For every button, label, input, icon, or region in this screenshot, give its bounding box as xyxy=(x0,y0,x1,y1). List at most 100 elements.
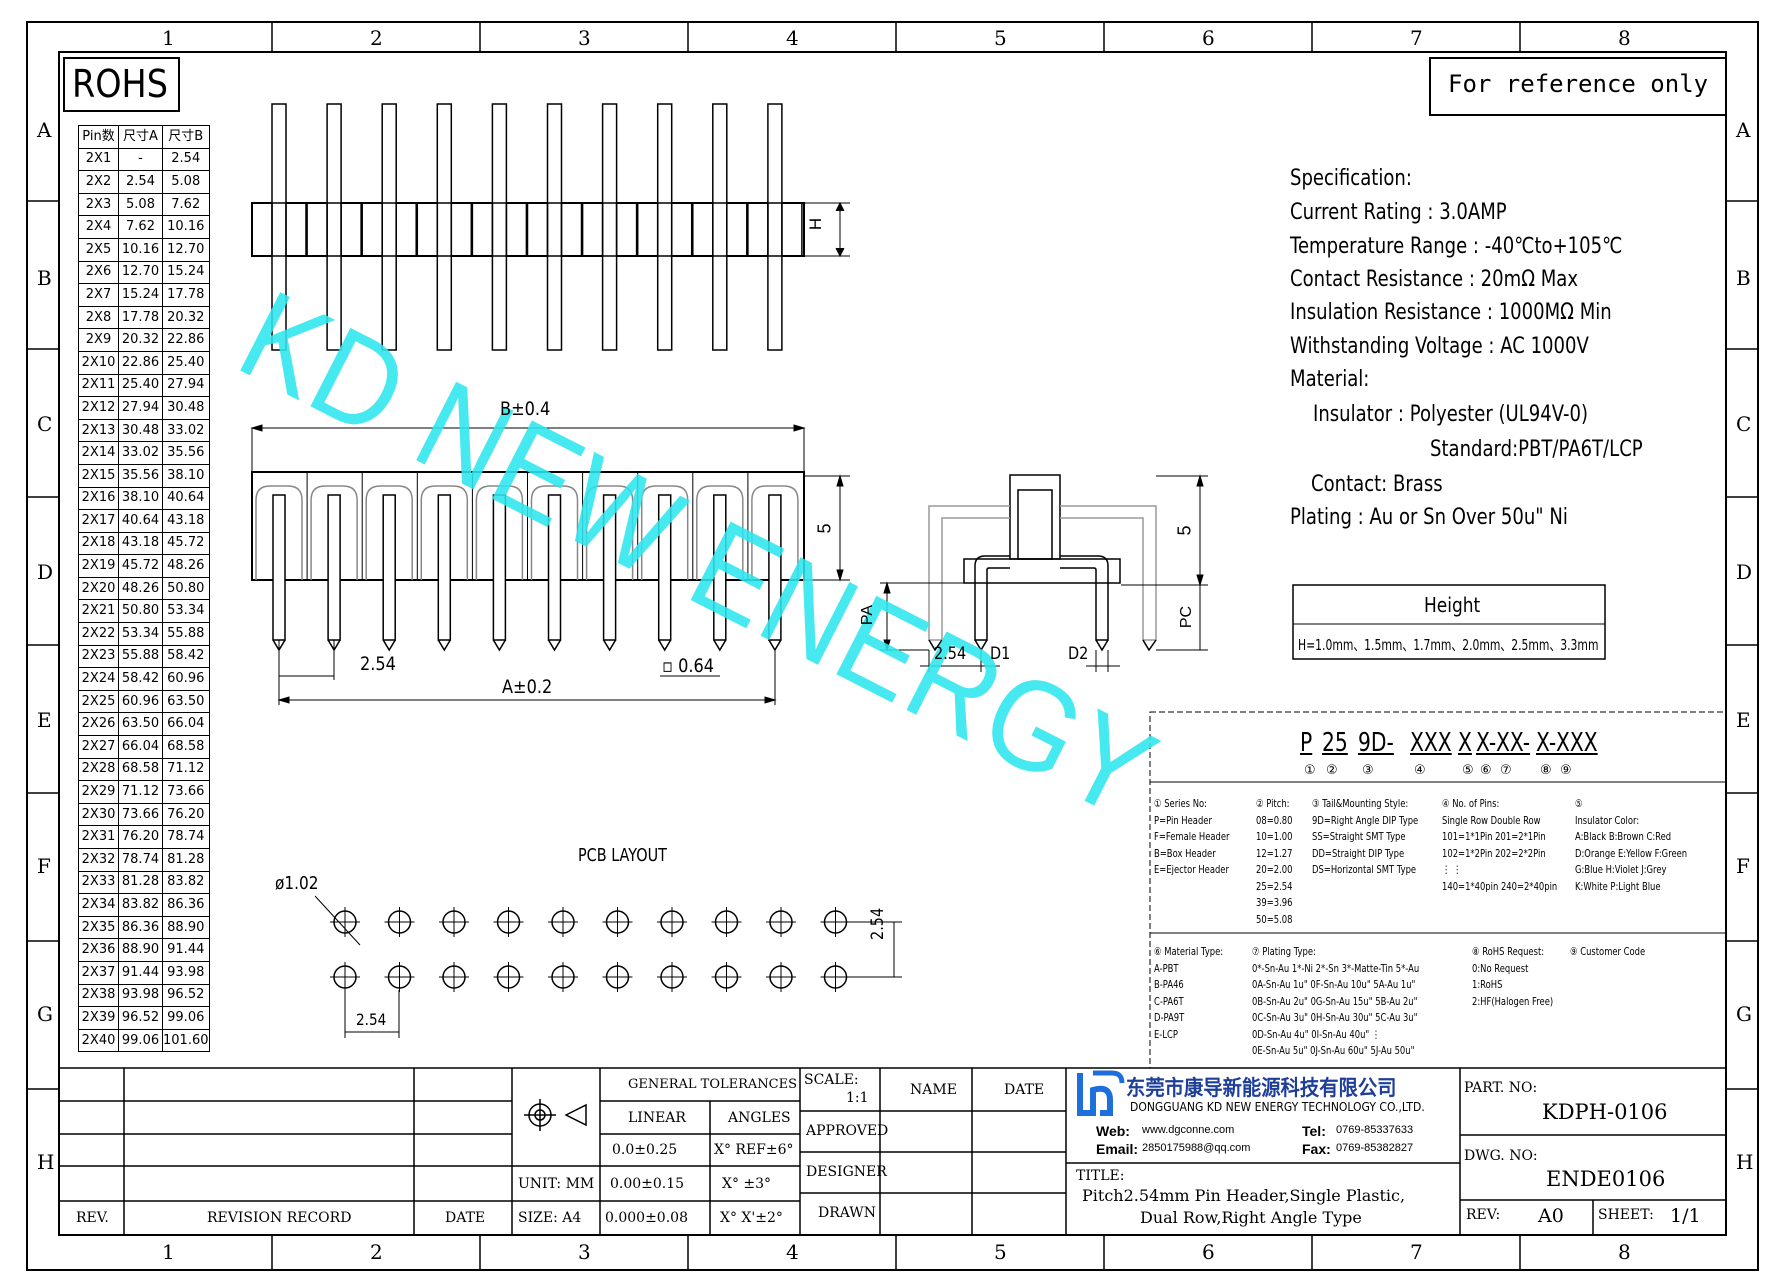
housing-cell xyxy=(526,202,583,257)
row-label-right: B xyxy=(1736,266,1751,290)
legend-line: 39=3.96 xyxy=(1256,897,1293,909)
legend-line: SS=Straight SMT Type xyxy=(1312,831,1406,843)
tb-tol2: 0.00±0.15 xyxy=(610,1176,685,1192)
fax-label: Fax: xyxy=(1302,1141,1331,1157)
b-dimension xyxy=(250,424,850,705)
table-cell: 71.12 xyxy=(162,757,210,782)
table-cell: 5.08 xyxy=(162,170,210,194)
table-cell: 2X20 xyxy=(78,576,119,601)
part-code-segment: X xyxy=(1458,728,1472,758)
table-cell: 50.80 xyxy=(118,599,163,624)
legend-line: 25=2.54 xyxy=(1256,880,1293,893)
pin xyxy=(601,103,618,351)
pin-loop xyxy=(585,485,634,580)
table-cell: 2X14 xyxy=(78,441,119,465)
pin xyxy=(382,494,396,641)
table-cell: 20.32 xyxy=(118,328,163,352)
column-label-bottom: 3 xyxy=(578,1240,591,1264)
table-cell: 25.40 xyxy=(162,350,210,375)
legend-line: 102=1*2Pin 202=2*2Pin xyxy=(1442,847,1546,860)
reference-note: For reference only xyxy=(1448,70,1709,98)
table-cell: - xyxy=(118,147,163,172)
top-view xyxy=(251,103,805,351)
table-cell: 63.50 xyxy=(118,712,163,737)
pin xyxy=(713,494,727,641)
dim-pc: PC xyxy=(1178,605,1196,629)
table-cell: 81.28 xyxy=(162,848,210,872)
table-cell: 2X23 xyxy=(78,644,119,669)
spec-title: Specification: xyxy=(1290,166,1412,191)
row-label-right: D xyxy=(1736,560,1753,584)
part-code-segment: P xyxy=(1300,728,1313,758)
table-cell: 2X8 xyxy=(78,305,119,330)
outer-border xyxy=(26,21,1759,1271)
part-code-marker: ④ xyxy=(1414,762,1426,777)
table-cell: 2X39 xyxy=(78,1006,119,1030)
pin xyxy=(767,103,783,351)
housing-cell xyxy=(416,202,473,257)
dim-pa: PA xyxy=(859,604,877,626)
table-cell: 86.36 xyxy=(162,893,210,917)
pin-loop xyxy=(696,485,744,580)
part-code-segment: X- xyxy=(1536,728,1557,758)
row-label-left: G xyxy=(37,1002,53,1026)
pin-loop xyxy=(751,485,799,580)
legend-line: ⑥ Material Type: xyxy=(1154,946,1224,958)
email-label: Email: xyxy=(1096,1141,1139,1157)
company-logo xyxy=(1077,1070,1125,1116)
pin-loop xyxy=(310,485,358,580)
tb-title-label: TITLE: xyxy=(1076,1168,1125,1184)
table-cell: 2.54 xyxy=(162,147,210,172)
legend-line: ⑦ Plating Type: xyxy=(1252,946,1316,958)
row-label-left: E xyxy=(37,708,52,732)
column-label-top: 1 xyxy=(162,26,175,50)
table-cell: 2X9 xyxy=(78,328,119,352)
tb-title-line1: Pitch2.54mm Pin Header,Single Plastic, xyxy=(1082,1186,1406,1205)
legend-line: 0E-Sn-Au 5u" 0J-Sn-Au 60u" 5J-Au 50u" xyxy=(1252,1045,1415,1057)
table-cell: 45.72 xyxy=(162,531,210,556)
row-label-left: A xyxy=(37,118,52,142)
legend-line: 1:RoHS xyxy=(1472,979,1503,991)
table-cell: 5.08 xyxy=(118,192,163,217)
spec-current: Current Rating : 3.0AMP xyxy=(1290,200,1507,225)
legend-line: 50=5.08 xyxy=(1256,913,1293,926)
legend-line: C-PA6T xyxy=(1154,995,1184,1008)
legend-line: ③ Tail&Mounting Style: xyxy=(1312,798,1409,810)
height-box xyxy=(1292,584,1606,660)
spec-plating: Plating : Au or Sn Over 50u" Ni xyxy=(1290,505,1568,530)
housing-cell xyxy=(471,202,528,257)
table-cell: 45.72 xyxy=(118,554,163,578)
table-cell: 2X18 xyxy=(78,531,119,556)
table-cell: 2X4 xyxy=(78,215,119,239)
part-code-marker: ① xyxy=(1304,762,1316,777)
table-cell: 50.80 xyxy=(162,576,210,601)
table-cell: 2X24 xyxy=(78,667,119,691)
spec-material: Material: xyxy=(1290,367,1370,392)
legend-line: Insulator Color: xyxy=(1575,814,1640,827)
table-cell: 83.82 xyxy=(118,893,163,917)
legend-line: 0*-Sn-Au 1*-Ni 2*-Sn 3*-Matte-Tin 5*-Au xyxy=(1252,962,1420,975)
tb-sheet-val: 1/1 xyxy=(1670,1205,1701,1227)
rohs-box xyxy=(63,57,180,112)
table-cell: 2X7 xyxy=(78,283,119,307)
table-cell: 2X36 xyxy=(78,938,119,962)
tb-sheet-label: SHEET: xyxy=(1598,1207,1654,1223)
spec-temperature: Temperature Range : -40℃to+105℃ xyxy=(1290,234,1623,259)
row-label-left: B xyxy=(37,266,52,290)
legend-line: 0B-Sn-Au 2u" 0G-Sn-Au 15u" 5B-Au 2u" xyxy=(1252,995,1418,1008)
tb-angles: ANGLES xyxy=(728,1110,791,1126)
table-cell: 76.20 xyxy=(162,802,210,827)
tb-dwg-no: ENDE0106 xyxy=(1546,1167,1666,1191)
